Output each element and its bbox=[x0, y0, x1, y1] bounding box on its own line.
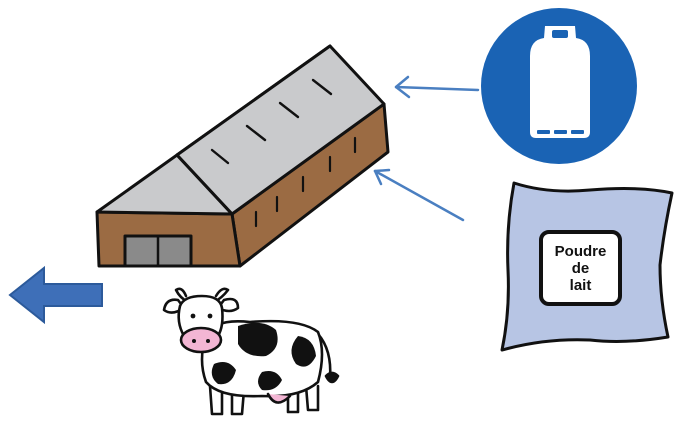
gas-to-barn-arrow bbox=[394, 75, 480, 99]
milk-powder-bag-icon bbox=[500, 181, 674, 352]
input-arrows bbox=[373, 75, 480, 222]
exit-arrow-icon bbox=[8, 265, 103, 325]
barn-icon bbox=[95, 44, 390, 268]
barn-roof-lines bbox=[210, 78, 333, 165]
milk-to-barn-arrow bbox=[373, 168, 465, 222]
barn-wall-slits bbox=[254, 136, 357, 228]
cow-muzzle bbox=[179, 326, 223, 354]
gas-cylinder-icon bbox=[530, 26, 590, 138]
cow-icon bbox=[162, 287, 340, 416]
bag-label-box bbox=[539, 230, 622, 306]
gas-cylinder-sign-icon bbox=[481, 8, 637, 164]
